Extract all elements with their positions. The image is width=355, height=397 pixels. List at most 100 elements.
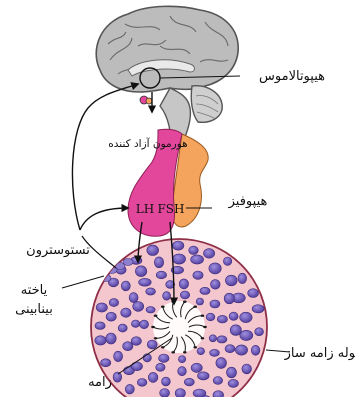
germ-cell: [235, 345, 247, 355]
germ-cell: [178, 356, 185, 363]
germ-cell: [238, 273, 247, 283]
fsh-label: FSH: [157, 202, 184, 216]
germ-cell: [163, 292, 171, 301]
germ-cell: [213, 377, 222, 385]
germ-cell: [146, 307, 155, 313]
germ-cell: [101, 359, 111, 367]
sperm-head: [161, 306, 165, 308]
pituitary-small: [140, 96, 152, 104]
germ-cell: [118, 324, 127, 332]
germ-cell: [225, 345, 235, 353]
germ-cell: [225, 275, 237, 286]
sperm-head: [201, 337, 205, 339]
germ-cell: [178, 367, 187, 376]
interstitial-cell: [123, 259, 133, 266]
sperm-head: [201, 315, 205, 317]
germ-cell: [252, 305, 264, 313]
germ-cell: [204, 249, 215, 259]
sperm-head: [193, 306, 197, 308]
germ-cell: [184, 378, 194, 386]
germ-cell: [162, 377, 171, 386]
sperm-head: [203, 326, 207, 328]
germ-cell: [255, 328, 264, 336]
germ-cell: [227, 367, 237, 378]
testosterone-feedback-to-pituitary: [80, 208, 128, 230]
seminiferous-tubule: [91, 239, 267, 397]
sperm-head: [183, 351, 187, 353]
germ-cell: [154, 257, 163, 268]
germ-cell: [180, 291, 189, 299]
germ-cell: [139, 278, 152, 286]
sperm-head: [183, 301, 187, 303]
germ-cell: [106, 333, 116, 344]
interstitial-cell-label-line1: یاخته: [21, 283, 48, 298]
germ-cell: [156, 363, 165, 371]
germ-cell: [240, 312, 252, 322]
germ-cell: [242, 364, 252, 374]
germ-cell: [209, 335, 216, 342]
germ-cell: [113, 372, 122, 382]
seminiferous-tubule-label: لوله زامه ساز: [284, 346, 355, 361]
germ-cell: [196, 298, 203, 305]
germ-cell: [193, 271, 203, 279]
germ-cell: [95, 322, 105, 330]
sperm-head: [151, 326, 155, 328]
germ-cell: [114, 351, 123, 361]
germ-cell: [248, 289, 259, 298]
germ-cell: [148, 372, 158, 382]
germ-cell: [173, 254, 186, 264]
germ-cell: [123, 342, 133, 351]
sperm-head: [154, 315, 158, 317]
germ-cell: [133, 302, 144, 312]
sperm-head: [193, 346, 197, 348]
germ-cell: [131, 337, 141, 346]
sperm-head: [161, 346, 165, 348]
germ-cell: [121, 308, 131, 317]
interstitial-cell-pointer: [62, 276, 104, 288]
germ-cell: [217, 336, 227, 343]
germ-cell: [175, 389, 185, 397]
germ-cell: [228, 379, 238, 387]
germ-cell: [159, 354, 169, 362]
hypothalamus-label: هیپوتالاموس: [259, 69, 325, 84]
testosterone-label: تستوسترون: [26, 243, 90, 258]
germ-cell: [197, 348, 205, 355]
germ-cell: [191, 255, 204, 264]
germ-cell: [217, 315, 227, 323]
interstitial-cell-label-line2: بینابینی: [15, 302, 53, 317]
germ-cell: [211, 280, 221, 290]
germ-cell: [240, 330, 253, 340]
germ-cell: [189, 246, 199, 254]
germ-cell: [95, 336, 106, 345]
germ-cell: [137, 379, 147, 387]
germ-cell: [156, 271, 166, 279]
releasing-hormone-label: هورمون آزاد کننده: [108, 137, 187, 150]
germ-cell: [160, 389, 170, 397]
brain-illustration: [96, 6, 238, 148]
interstitial-cell: [101, 275, 111, 282]
germ-cell: [251, 345, 260, 355]
sperm-head: [154, 337, 158, 339]
germ-cell: [209, 263, 221, 274]
germ-cell: [191, 363, 202, 372]
germ-cell: [135, 266, 146, 277]
germ-cell: [200, 287, 210, 294]
germ-cell: [173, 241, 184, 250]
germ-cell: [224, 293, 234, 304]
pituitary-label: هیپوفیز: [228, 194, 268, 209]
germ-cell: [193, 389, 206, 397]
germ-cell: [229, 312, 238, 320]
germ-cell: [210, 349, 220, 356]
germ-cell: [131, 320, 139, 327]
sperm-head: [171, 351, 175, 353]
germ-cell: [206, 313, 215, 321]
germ-cell: [96, 303, 107, 312]
germ-cell: [223, 257, 231, 265]
sperm-label: زامه: [88, 375, 112, 390]
germ-cell: [147, 340, 157, 349]
germ-cell: [230, 325, 241, 336]
germ-cell: [213, 391, 224, 397]
germ-cell: [109, 299, 118, 307]
germ-cell: [198, 372, 210, 380]
